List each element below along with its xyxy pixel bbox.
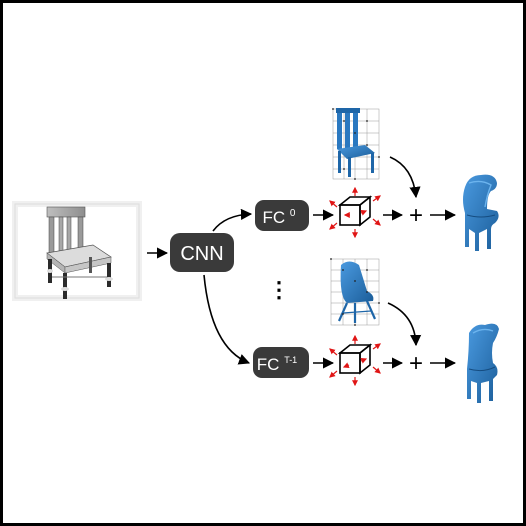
input-chair-image <box>12 201 142 301</box>
fc-first-text: FC <box>263 208 286 227</box>
fc-first-label: FC 0 <box>263 208 296 227</box>
template-chair-bottom <box>330 258 380 326</box>
fc-first-superscript: 0 <box>290 208 296 219</box>
deformation-cube-top <box>329 186 381 239</box>
cnn-node: CNN <box>170 233 234 272</box>
deformation-cube-bottom <box>329 334 381 387</box>
cnn-label: CNN <box>180 243 223 265</box>
branch-ellipsis: ⋮ <box>268 277 290 302</box>
fc-last-superscript: T-1 <box>284 355 297 365</box>
plus-operator-bottom: + <box>409 350 423 377</box>
output-chair-bottom <box>467 323 499 403</box>
arrow-cnn-to-fc-last <box>203 274 251 365</box>
fc-last-text: FC <box>257 355 280 374</box>
pipeline-diagram: CNN FC 0 FC T-1 <box>12 108 499 403</box>
fc-last-node: FC T-1 <box>253 347 309 378</box>
arrow-cnn-to-fc-first <box>212 208 253 232</box>
template-chair-top <box>332 108 380 180</box>
fc-last-label: FC T-1 <box>257 355 297 374</box>
output-chair-top <box>463 174 499 251</box>
fc-first-node: FC 0 <box>255 200 309 231</box>
arrow-template-top-to-plus <box>389 156 421 199</box>
arrow-template-bottom-to-plus <box>387 302 422 347</box>
plus-operator-top: + <box>409 202 423 229</box>
